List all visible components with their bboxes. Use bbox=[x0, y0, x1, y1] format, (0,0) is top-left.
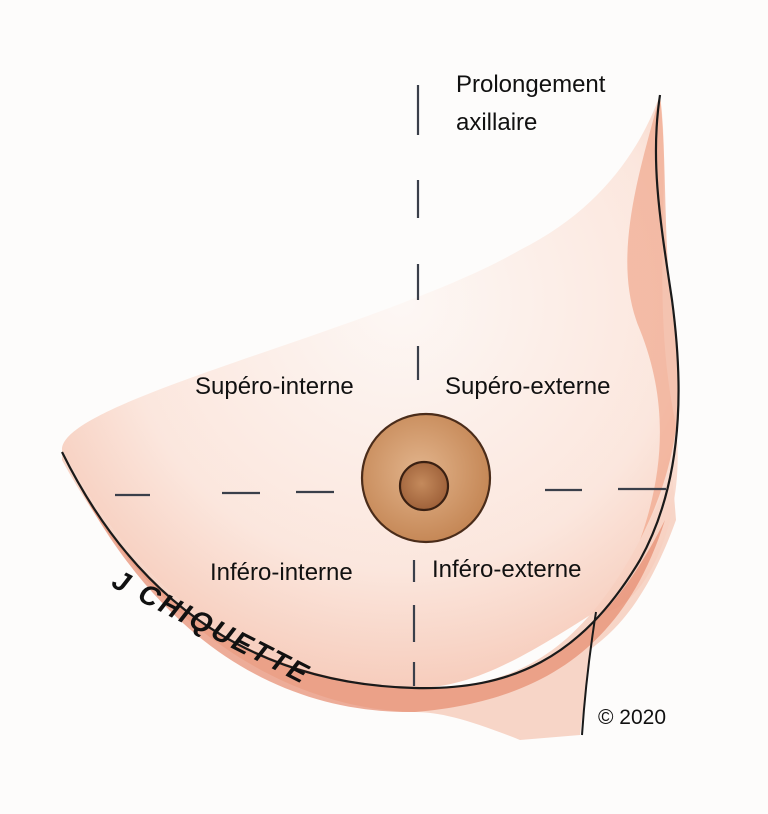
inframammary-shading bbox=[62, 452, 665, 713]
copyright-notice: © 2020 bbox=[598, 706, 667, 729]
horizontal-axis bbox=[115, 487, 666, 497]
breast-side-shading bbox=[627, 95, 680, 540]
breast-body bbox=[61, 95, 678, 688]
label-supero-externe: Supéro-externe bbox=[445, 373, 611, 400]
vertical-axis bbox=[412, 85, 420, 686]
label-supero-interne: Supéro-interne bbox=[195, 373, 354, 400]
label-infero-externe: Inféro-externe bbox=[432, 556, 582, 583]
label-axillary-extension: Prolongement axillaire bbox=[456, 71, 606, 136]
nipple bbox=[398, 460, 450, 512]
fold-outline bbox=[581, 611, 597, 736]
breast-outline bbox=[61, 94, 680, 690]
label-infero-interne: Inféro-interne bbox=[210, 559, 353, 586]
